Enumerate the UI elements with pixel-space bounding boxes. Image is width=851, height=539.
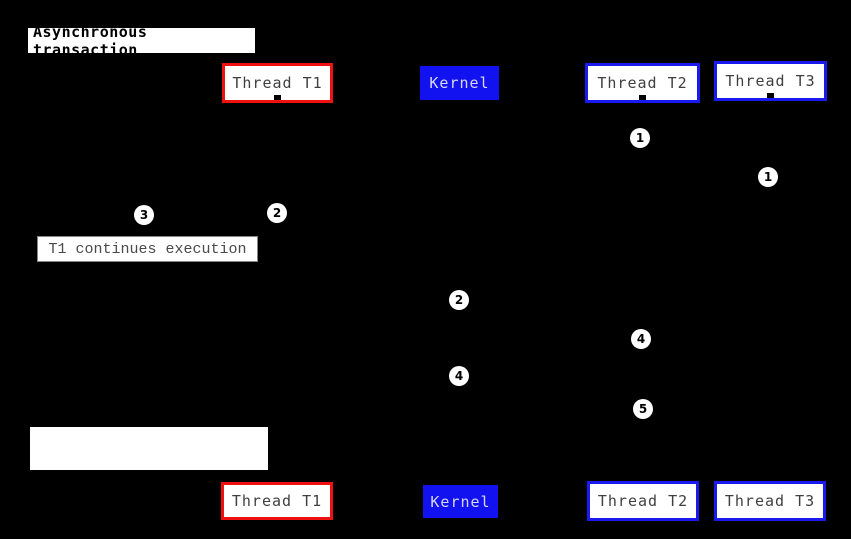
lifeline-stub-t3-top [767, 93, 774, 98]
sequence-number-badge: 2 [267, 203, 287, 223]
note-blank [30, 427, 268, 470]
lifeline-stub-t1-top [274, 95, 281, 100]
actor-kernel-top: Kernel [420, 66, 499, 100]
note-t1-continues-execution: T1 continues execution [37, 236, 258, 262]
actor-thread-t3-bottom: Thread T3 [714, 481, 826, 521]
actor-thread-t2-bottom: Thread T2 [587, 481, 699, 521]
sequence-number-badge: 4 [631, 329, 651, 349]
sequence-number-badge: 2 [449, 290, 469, 310]
actor-thread-t1-bottom: Thread T1 [221, 482, 333, 520]
sequence-number-badge: 3 [134, 205, 154, 225]
sequence-number-badge: 1 [630, 128, 650, 148]
diagram-title: Asynchronous transaction [28, 23, 255, 59]
sequence-number-badge: 5 [633, 399, 653, 419]
sequence-number-badge: 4 [449, 366, 469, 386]
actor-kernel-bottom: Kernel [423, 485, 498, 518]
lifeline-stub-t2-top [639, 95, 646, 100]
sequence-number-badge: 1 [758, 167, 778, 187]
